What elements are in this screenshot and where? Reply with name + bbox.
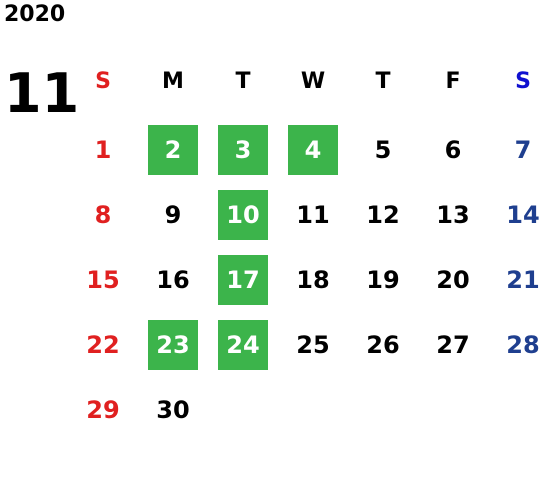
weekday-wednesday: W: [300, 69, 326, 94]
day-cell: 29: [86, 396, 120, 424]
day-cell: 19: [366, 266, 400, 294]
highlighted-day: 10: [218, 190, 268, 240]
highlighted-day: 3: [218, 125, 268, 175]
day-cell: 11: [296, 201, 330, 229]
day-cell: 28: [506, 331, 540, 359]
day-cell: 9: [164, 201, 182, 229]
day-cell: 6: [444, 136, 462, 164]
day-cell: 8: [94, 201, 112, 229]
day-cell: 26: [366, 331, 400, 359]
day-cell: 30: [156, 396, 190, 424]
day-cell: 20: [436, 266, 470, 294]
day-cell: 14: [506, 201, 540, 229]
day-cell: 12: [366, 201, 400, 229]
day-cell: 22: [86, 331, 120, 359]
day-cell: 27: [436, 331, 470, 359]
weekday-tuesday: T: [235, 69, 251, 94]
highlighted-day: 23: [148, 320, 198, 370]
day-cell: 16: [156, 266, 190, 294]
highlighted-day: 17: [218, 255, 268, 305]
calendar-year: 2020: [4, 2, 66, 27]
weekday-header: S M T W T F S: [68, 63, 548, 101]
weekday-friday: F: [445, 69, 461, 94]
weekday-sunday: S: [95, 69, 111, 94]
day-cell: 1: [94, 136, 112, 164]
day-cell: 13: [436, 201, 470, 229]
day-cell: 21: [506, 266, 540, 294]
highlighted-day: 4: [288, 125, 338, 175]
day-cell: 18: [296, 266, 330, 294]
highlighted-day: 2: [148, 125, 198, 175]
day-cell: 7: [514, 136, 532, 164]
highlighted-day: 24: [218, 320, 268, 370]
weekday-monday: M: [162, 69, 184, 94]
weekday-thursday: T: [375, 69, 391, 94]
day-cell: 5: [374, 136, 392, 164]
weekday-saturday: S: [515, 69, 531, 94]
day-cell: 25: [296, 331, 330, 359]
day-cell: 15: [86, 266, 120, 294]
calendar-month: 11: [4, 62, 80, 125]
